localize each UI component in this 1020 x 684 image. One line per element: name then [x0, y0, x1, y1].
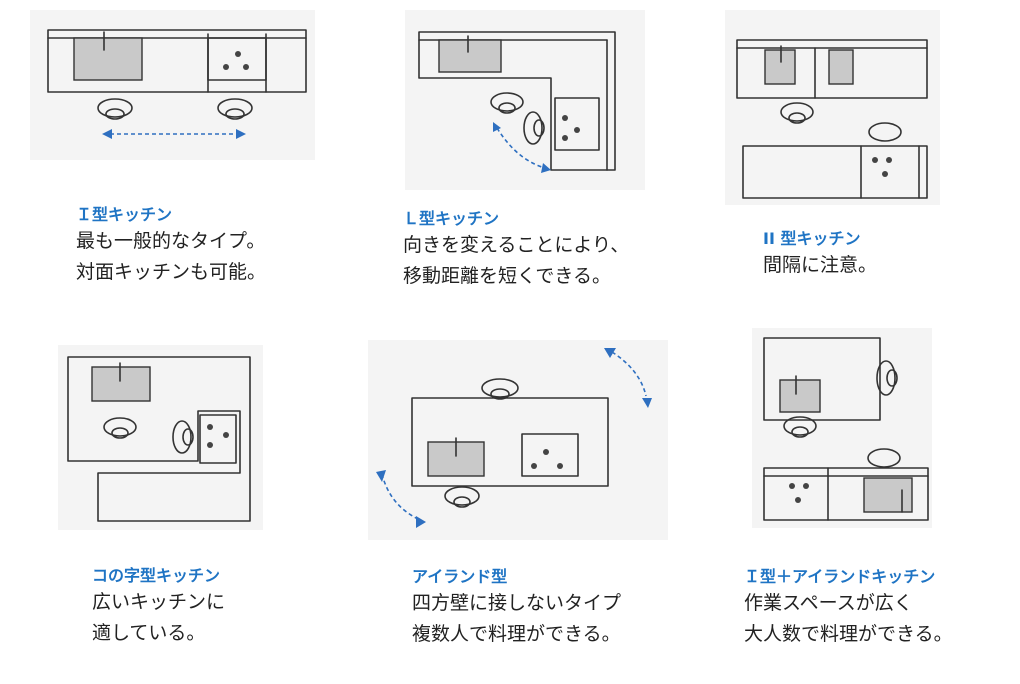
ii-type-diagram: [736, 39, 928, 199]
panel-ii-type: II 型キッチン 間隔に注意。: [725, 10, 1015, 300]
i-island-sketch: [752, 328, 932, 528]
panel-title: Ｉ型＋アイランドキッチン: [744, 567, 936, 586]
panel-line: 作業スペースが広く: [744, 592, 913, 614]
l-type-diagram: [418, 31, 616, 173]
panel-line: 大人数で料理ができる。: [744, 623, 953, 645]
panel-line: 最も一般的なタイプ。: [76, 230, 266, 252]
panel-line: 間隔に注意。: [763, 254, 878, 276]
panel-line: 四方壁に接しないタイプ: [412, 592, 622, 614]
u-type-sketch: [58, 345, 263, 530]
panel-line: 移動距離を短くできる。: [403, 265, 612, 287]
panel-i-island-type: Ｉ型＋アイランドキッチン 作業スペースが広く 大人数で料理ができる。: [744, 328, 1012, 678]
ii-type-sketch: [725, 10, 940, 205]
panel-l-type: Ｌ型キッチン 向きを変えることにより、 移動距離を短くできる。: [403, 10, 705, 300]
panel-u-type: コの字型キッチン 広いキッチンに 適している。: [58, 345, 358, 675]
panel-title: Ｉ型キッチン: [76, 205, 173, 224]
panel-line: 複数人で料理ができる。: [412, 623, 621, 645]
i-type-sketch: [30, 10, 315, 160]
i-type-diagram: [47, 29, 307, 139]
panel-i-type: Ｉ型キッチン 最も一般的なタイプ。 対面キッチンも可能。: [30, 10, 350, 300]
u-type-diagram: [67, 356, 251, 522]
panel-line: 向きを変えることにより、: [403, 234, 630, 256]
panel-line: 広いキッチンに: [92, 591, 226, 613]
panel-island-type: アイランド型 四方壁に接しないタイプ 複数人で料理ができる。: [368, 340, 688, 675]
island-type-diagram: [376, 348, 652, 528]
panel-line: 対面キッチンも可能。: [76, 261, 267, 283]
panel-title: アイランド型: [412, 567, 508, 586]
panel-title: II 型キッチン: [763, 229, 861, 248]
island-type-sketch: [368, 340, 668, 540]
l-type-sketch: [405, 10, 645, 190]
i-island-diagram: [763, 337, 929, 521]
panel-title: Ｌ型キッチン: [403, 209, 500, 228]
panel-title: コの字型キッチン: [92, 566, 221, 585]
panel-line: 適している。: [92, 622, 206, 644]
